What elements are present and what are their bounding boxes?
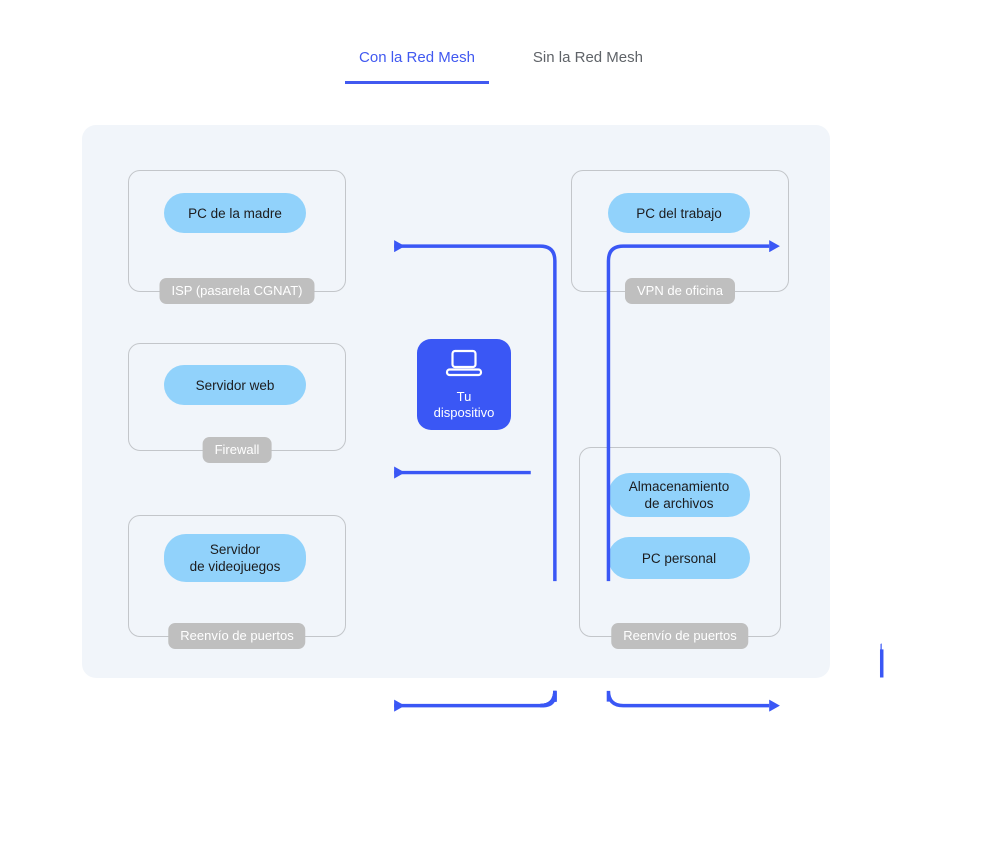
group-isp: ISP (pasarela CGNAT) xyxy=(128,170,346,304)
node-servidor-web[interactable]: Servidor web xyxy=(164,365,306,405)
node-pc-del-trabajo[interactable]: PC del trabajo xyxy=(608,193,750,233)
device-label-line2: dispositivo xyxy=(433,404,495,420)
node-label-line2: de videojuegos xyxy=(189,559,281,574)
node-servidor-de-videojuegos[interactable]: Servidor de videojuegos xyxy=(164,534,306,582)
tab-sin-la-red-mesh[interactable]: Sin la Red Mesh xyxy=(532,49,643,66)
edge-stem-left xyxy=(540,690,557,708)
node-tu-dispositivo[interactable]: Tu dispositivo xyxy=(417,339,511,430)
laptop-icon xyxy=(444,349,484,382)
node-almacenamiento-de-archivos[interactable]: Almacenamiento de archivos xyxy=(608,473,750,517)
edge-device-to-servidor-videojuegos xyxy=(394,690,557,712)
edge-device-to-pc-personal xyxy=(606,690,780,712)
edge-stem-left-6 xyxy=(542,693,557,708)
node-label: Servidor web xyxy=(195,377,275,393)
group-reenvio-puertos-left: Reenvío de puertos xyxy=(128,515,346,649)
edge-stem-left-3 xyxy=(540,690,557,708)
group-badge-isp: ISP (pasarela CGNAT) xyxy=(159,278,315,304)
group-badge-firewall: Firewall xyxy=(202,437,272,463)
edge-stem-left-4 xyxy=(541,692,557,708)
node-label: PC de la madre xyxy=(188,205,282,221)
node-label-line1: Almacenamiento xyxy=(628,479,730,494)
node-label: PC personal xyxy=(641,550,717,566)
node-label-line2: de archivos xyxy=(644,496,714,511)
node-pc-de-la-madre[interactable]: PC de la madre xyxy=(164,193,306,233)
group-firewall: Firewall xyxy=(128,343,346,463)
device-label-line1: Tu xyxy=(456,388,472,404)
group-reenvio-puertos-right: Reenvío de puertos xyxy=(579,447,781,649)
tab-con-la-red-mesh[interactable]: Con la Red Mesh xyxy=(345,44,489,84)
group-badge-vpn-oficina: VPN de oficina xyxy=(625,278,735,304)
diagram-panel: ISP (pasarela CGNAT) PC de la madre Fire… xyxy=(82,125,884,712)
tab-bar: Con la Red Mesh Sin la Red Mesh xyxy=(0,44,1002,84)
node-label: PC del trabajo xyxy=(636,205,722,221)
node-label-line1: Servidor xyxy=(209,542,261,557)
group-badge-reenvio-puertos-left: Reenvío de puertos xyxy=(168,623,306,649)
node-pc-personal[interactable]: PC personal xyxy=(608,537,750,579)
group-badge-reenvio-puertos-right: Reenvío de puertos xyxy=(611,623,749,649)
